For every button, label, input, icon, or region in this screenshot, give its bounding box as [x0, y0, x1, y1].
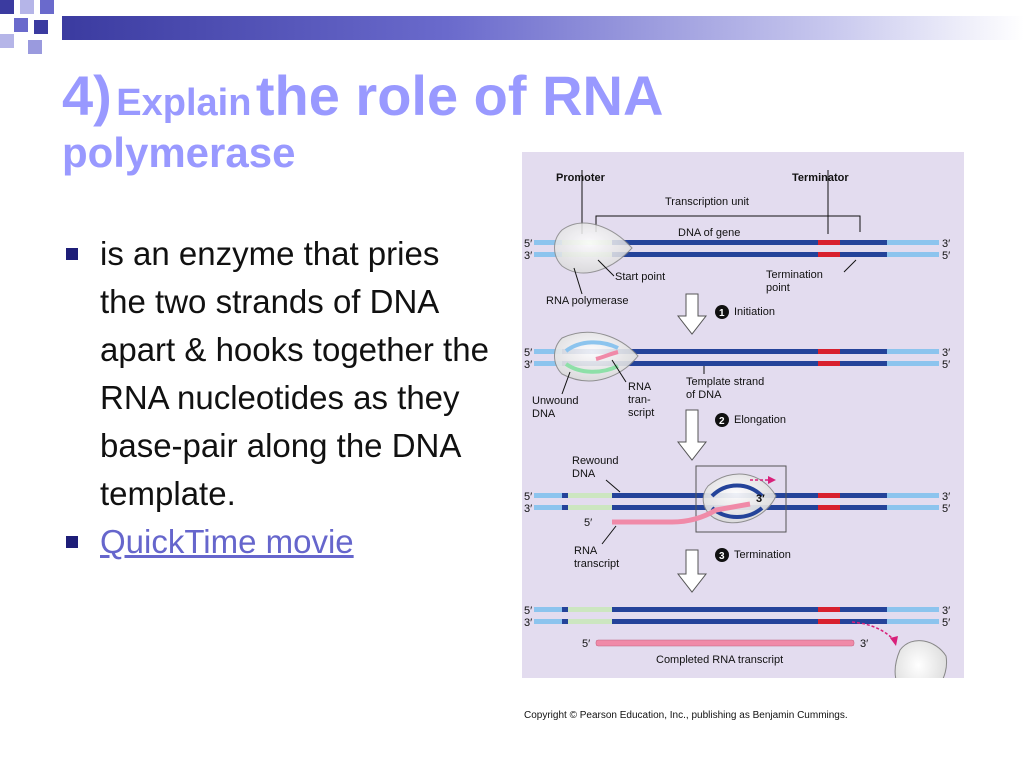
- completed-rna-label: Completed RNA transcript: [656, 654, 783, 666]
- transcription-diagram-svg: Promoter Terminator Transcription unit D…: [524, 170, 950, 678]
- step-1-number: 1: [719, 308, 725, 319]
- transcription-diagram: Promoter Terminator Transcription unit D…: [522, 152, 964, 678]
- label-5-prime: 5′: [942, 617, 950, 629]
- label-5-prime: 5′: [942, 359, 950, 371]
- unwound-strand-top: [564, 340, 619, 353]
- elongation-label: Elongation: [734, 414, 786, 426]
- label-5-prime: 5′: [524, 347, 532, 359]
- unwound-dna-label-2: DNA: [532, 408, 556, 420]
- rna-transcript-label-3: script: [628, 407, 654, 419]
- step-3-number: 3: [719, 551, 725, 562]
- transcription-unit-bracket: [595, 215, 861, 232]
- step-2-number: 2: [719, 416, 725, 427]
- bullet-square-icon: [66, 248, 78, 260]
- rna-transcript-label-2b: transcript: [574, 558, 619, 570]
- label-3-prime: 3′: [524, 359, 532, 371]
- template-strand-label-2: of DNA: [686, 389, 722, 401]
- release-arrowhead-icon: [890, 636, 898, 646]
- rna-transcript-label-1b: RNA: [574, 545, 598, 557]
- rewound-leader: [605, 479, 621, 493]
- rna-polymerase-shape: [554, 222, 633, 274]
- down-arrow-icon: [676, 549, 708, 593]
- label-3-prime: 3′: [524, 250, 532, 262]
- down-arrow-icon: [676, 409, 708, 461]
- label-3-prime: 3′: [756, 493, 765, 505]
- rewound-dna-label-1: Rewound: [572, 455, 618, 467]
- bullet-item: is an enzyme that pries the two strands …: [62, 230, 492, 518]
- label-3-prime: 3′: [942, 347, 950, 359]
- termination-point-label-1: Termination: [766, 269, 823, 281]
- label-5-prime: 5′: [582, 638, 590, 650]
- title-bar-decoration: [62, 16, 1024, 40]
- terminator-label: Terminator: [792, 172, 849, 184]
- label-3-prime: 3′: [524, 617, 532, 629]
- unwound-leader: [561, 371, 571, 395]
- label-5-prime: 5′: [942, 503, 950, 515]
- bullet-square-icon: [66, 536, 78, 548]
- step-1-badge: [715, 305, 729, 319]
- title-line2: polymerase: [62, 129, 296, 176]
- released-rna-polymerase: [894, 640, 948, 678]
- bullet-text: is an enzyme that pries the two strands …: [100, 235, 489, 512]
- label-5-prime: 5′: [524, 491, 532, 503]
- dna-stage-2: [534, 349, 939, 366]
- rna-transcript-leader: [611, 359, 627, 383]
- down-arrow-icon: [676, 293, 708, 335]
- rna-polymerase-leader: [573, 267, 583, 295]
- unwound-strand-top: [710, 483, 764, 498]
- promoter-label: Promoter: [556, 172, 606, 184]
- label-3-prime: 3′: [942, 605, 950, 617]
- dna-of-gene-label: DNA of gene: [678, 227, 740, 239]
- bullet-list: is an enzyme that pries the two strands …: [62, 230, 492, 566]
- initiation-label: Initiation: [734, 306, 775, 318]
- unwound-dna-label-1: Unwound: [532, 395, 578, 407]
- direction-arrowhead-icon: [768, 476, 776, 484]
- rna-transcript-short: [595, 350, 619, 361]
- bullet-item: QuickTime movie: [62, 518, 492, 566]
- label-3-prime: 3′: [524, 503, 532, 515]
- slide-title: 4) Explain the role of RNA polymerase: [62, 68, 822, 174]
- quicktime-movie-link[interactable]: QuickTime movie: [100, 523, 354, 560]
- template-strand-label-1: Template strand: [686, 376, 764, 388]
- dna-stage-4: [534, 607, 939, 624]
- rna-transcript-label-1: RNA: [628, 381, 652, 393]
- focus-box: [695, 465, 787, 533]
- label-5-prime: 5′: [942, 250, 950, 262]
- termination-point-leader: [843, 259, 857, 273]
- label-5-prime: 5′: [584, 517, 592, 529]
- completed-rna-transcript: [595, 639, 855, 647]
- transcription-unit-label: Transcription unit: [665, 196, 749, 208]
- label-5-prime: 5′: [524, 238, 532, 250]
- title-explain: Explain: [116, 82, 252, 124]
- rna-transcript-growing: [612, 501, 751, 525]
- rewound-dna-label-2: DNA: [572, 468, 596, 480]
- title-number: 4): [62, 64, 112, 127]
- label-3-prime: 3′: [860, 638, 868, 650]
- rna-transcript-label-2: tran-: [628, 394, 651, 406]
- unwound-strand-bottom: [564, 362, 619, 374]
- rna-transcript-leader: [601, 525, 617, 545]
- label-3-prime: 3′: [942, 238, 950, 250]
- label-5-prime: 5′: [524, 605, 532, 617]
- label-3-prime: 3′: [942, 491, 950, 503]
- start-point-label: Start point: [615, 271, 665, 283]
- termination-label: Termination: [734, 549, 791, 561]
- rna-polymerase-label: RNA polymerase: [546, 295, 629, 307]
- step-2-badge: [715, 413, 729, 427]
- step-3-badge: [715, 548, 729, 562]
- copyright-note: Copyright © Pearson Education, Inc., pub…: [524, 710, 848, 721]
- termination-point-label-2: point: [766, 282, 790, 294]
- release-arrow-icon: [851, 621, 895, 641]
- title-main: the role of RNA: [255, 64, 664, 127]
- start-point-leader: [597, 259, 615, 277]
- corner-decoration: [0, 0, 80, 60]
